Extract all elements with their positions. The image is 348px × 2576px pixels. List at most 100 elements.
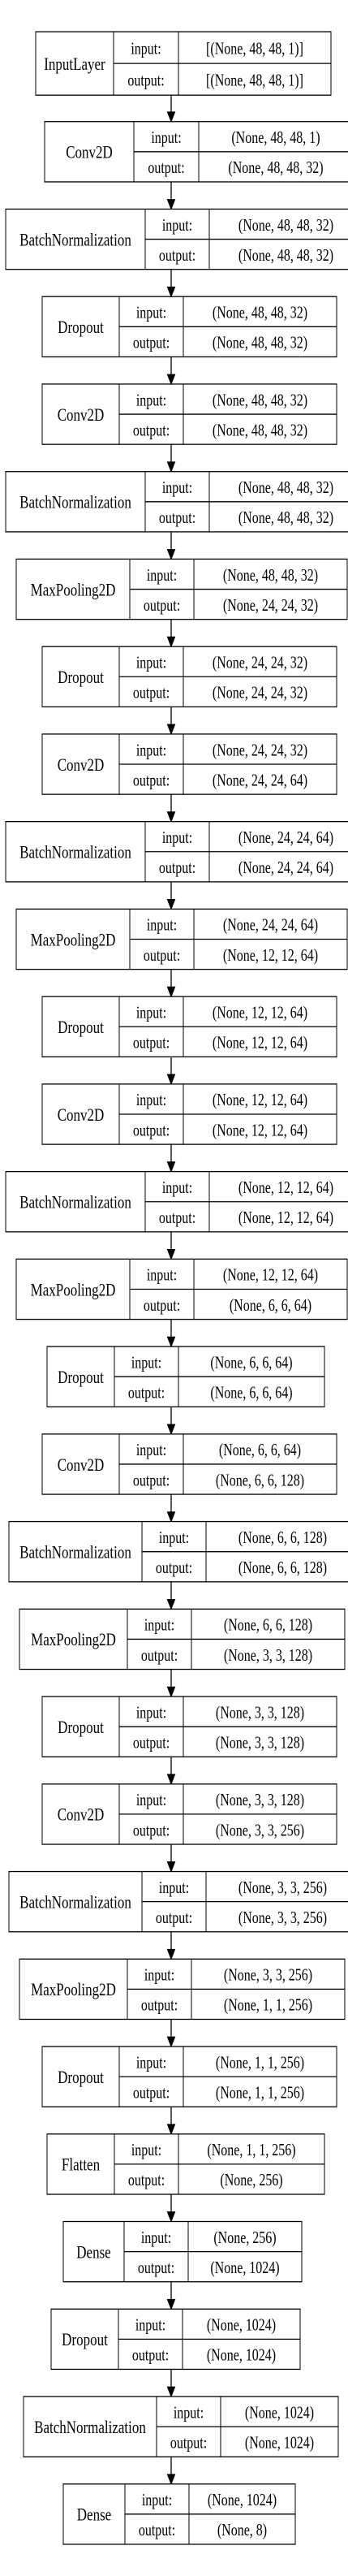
edge-arrow — [166, 881, 176, 910]
layer-name: Dropout — [58, 668, 104, 688]
input-label: input: — [147, 1266, 177, 1286]
input-shape: (None, 24, 24, 32) — [213, 741, 307, 760]
arrowhead — [166, 286, 176, 298]
output-label: output: — [139, 2521, 175, 2540]
arrowhead — [166, 549, 176, 560]
layer-name: BatchNormalization — [19, 493, 131, 513]
input-label: input: — [144, 1966, 174, 1986]
edge-arrow — [166, 531, 176, 560]
output-shape: (None, 1, 1, 256) — [224, 1996, 312, 2016]
input-label: input: — [174, 2403, 204, 2423]
arrowhead — [166, 1424, 176, 1436]
arrowhead — [166, 811, 176, 823]
layer-name: BatchNormalization — [19, 230, 131, 250]
output-label: output: — [133, 2084, 170, 2103]
input-shape: (None, 3, 3, 256) — [238, 1878, 327, 1898]
layer-name: Flatten — [62, 2155, 100, 2176]
layer-name: BatchNormalization — [19, 1542, 131, 1562]
layer-name: Conv2D — [58, 1805, 105, 1826]
input-label: input: — [136, 1703, 166, 1722]
arrowhead — [166, 1161, 176, 1173]
edge-arrow — [166, 1057, 176, 1086]
output-shape: (None, 48, 48, 32) — [228, 158, 323, 178]
input-label: input: — [131, 2141, 161, 2160]
input-shape: (None, 6, 6, 64) — [210, 1354, 292, 1373]
input-label: input: — [136, 654, 166, 673]
output-label: output: — [141, 1996, 178, 2016]
edge-arrow — [166, 1931, 176, 1960]
output-shape: (None, 24, 24, 32) — [223, 596, 318, 616]
input-label: input: — [147, 566, 177, 586]
input-label: input: — [136, 1791, 166, 1810]
output-shape: (None, 48, 48, 32) — [238, 508, 333, 528]
output-shape: (None, 3, 3, 128) — [216, 1734, 304, 1753]
arrowhead — [166, 2036, 176, 2048]
input-label: input: — [136, 1091, 166, 1110]
input-shape: (None, 48, 48, 32) — [213, 391, 307, 410]
output-shape: (None, 12, 12, 64) — [213, 1034, 307, 1053]
edge-arrow — [166, 1757, 176, 1786]
input-label: input: — [131, 39, 161, 58]
output-label: output: — [144, 1296, 180, 1316]
edge-arrow — [166, 1581, 176, 1610]
input-shape: (None, 1, 1, 256) — [216, 2053, 304, 2072]
input-shape: (None, 3, 3, 128) — [216, 1791, 304, 1810]
input-label: input: — [159, 1528, 189, 1548]
input-shape: (None, 12, 12, 64) — [238, 1178, 333, 1198]
input-shape: (None, 12, 12, 64) — [223, 1266, 318, 1286]
arrowhead — [166, 1686, 176, 1698]
arrowhead — [166, 374, 176, 386]
output-shape: (None, 6, 6, 64) — [210, 1384, 292, 1403]
output-label: output: — [170, 2434, 207, 2453]
layer-name: Dropout — [58, 1718, 104, 1738]
output-label: output: — [128, 1384, 165, 1403]
edge-arrow — [166, 969, 176, 998]
input-label: input: — [159, 1878, 189, 1898]
output-shape: (None, 12, 12, 64) — [223, 946, 318, 966]
arrowhead — [166, 199, 176, 210]
edge-arrow — [166, 1319, 176, 1348]
layer-name: Dropout — [58, 318, 104, 338]
output-shape: (None, 3, 3, 256) — [216, 1821, 304, 1840]
edge-arrow — [166, 1844, 176, 1873]
output-label: output: — [159, 1208, 195, 1228]
input-shape: (None, 48, 48, 32) — [213, 304, 307, 323]
output-shape: (None, 48, 48, 32) — [213, 334, 307, 353]
arrowhead — [166, 636, 176, 648]
arrowhead — [166, 2474, 176, 2486]
input-label: input: — [142, 2491, 172, 2510]
output-shape: (None, 6, 6, 128) — [238, 1558, 327, 1578]
output-shape: (None, 48, 48, 32) — [238, 246, 333, 266]
output-label: output: — [133, 334, 170, 353]
edge-arrow — [166, 2281, 176, 2310]
output-label: output: — [133, 1121, 170, 1140]
input-label: input: — [136, 2053, 166, 2072]
input-shape: (None, 48, 48, 32) — [223, 566, 318, 586]
input-shape: (None, 24, 24, 64) — [223, 916, 318, 936]
layer-name: Conv2D — [58, 755, 105, 776]
arrowhead — [166, 111, 176, 123]
input-label: input: — [141, 2228, 171, 2248]
edge-arrow — [166, 95, 176, 123]
output-label: output: — [141, 1646, 178, 1666]
output-label: output: — [133, 1034, 170, 1053]
edge-arrow — [166, 707, 176, 736]
layer-name: Conv2D — [58, 1105, 105, 1126]
output-shape: (None, 3, 3, 128) — [224, 1646, 312, 1666]
output-label: output: — [159, 246, 195, 266]
input-label: input: — [136, 741, 166, 760]
output-label: output: — [133, 1471, 170, 1490]
output-shape: (None, 12, 12, 64) — [213, 1121, 307, 1140]
